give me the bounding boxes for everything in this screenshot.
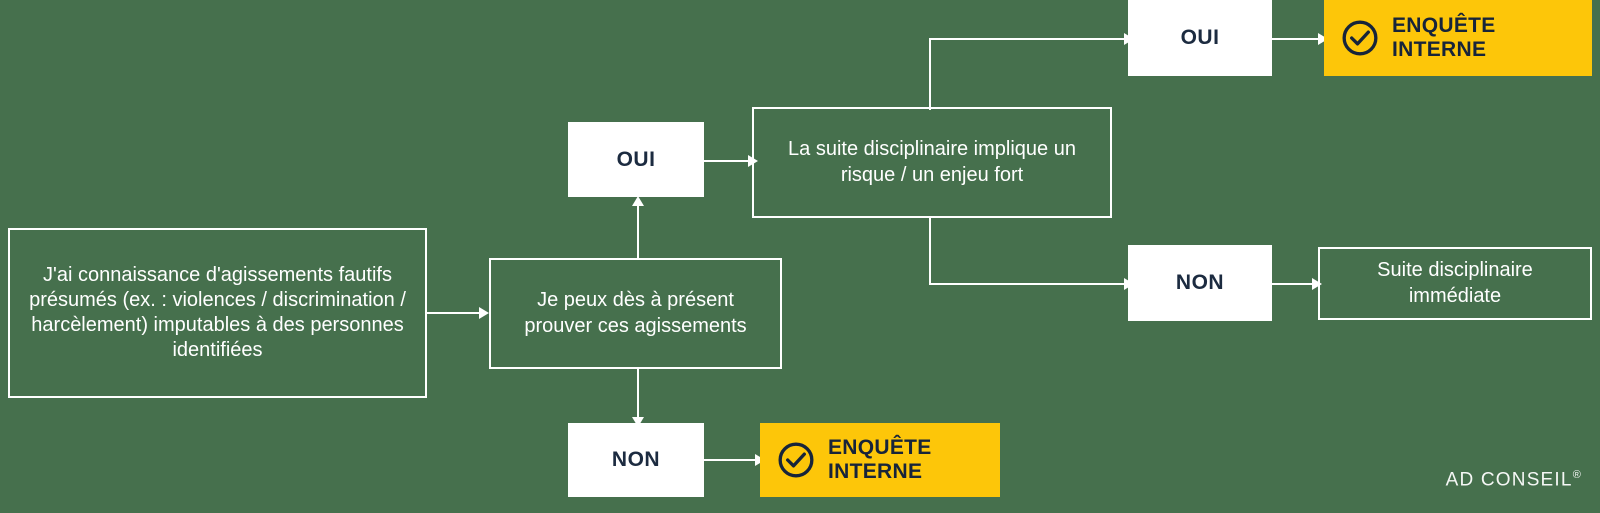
node-proof-question[interactable]: Je peux dès à présent prouver ces agisse… xyxy=(489,258,782,369)
arrowhead-start-to-proof xyxy=(479,307,489,319)
node-risk-question[interactable]: La suite disciplinaire implique un risqu… xyxy=(752,107,1112,218)
node-proof-question-label: Je peux dès à présent prouver ces agisse… xyxy=(524,289,747,337)
arrowhead-proof-to-no xyxy=(632,417,644,427)
node-outcome-immediate[interactable]: Suite disciplinaire immédiate xyxy=(1318,247,1592,320)
connector-risk-up-horizontal xyxy=(929,38,1129,40)
node-proof-no[interactable]: NON xyxy=(568,423,704,497)
node-outcome-investigation-top[interactable]: ENQUÊTE INTERNE xyxy=(1324,0,1592,76)
connector-risk-down-horizontal xyxy=(929,283,1129,285)
node-risk-question-label: La suite disciplinaire implique un risqu… xyxy=(788,138,1076,186)
node-proof-yes-label: OUI xyxy=(616,147,656,171)
registered-mark: ® xyxy=(1572,468,1582,481)
connector-proof-to-no xyxy=(637,369,639,420)
connector-risk-up-vertical xyxy=(929,38,931,110)
node-proof-yes[interactable]: OUI xyxy=(568,122,704,197)
node-start-label: J'ai connaissance d'agissements fautifs … xyxy=(29,263,406,362)
node-start[interactable]: J'ai connaissance d'agissements fautifs … xyxy=(8,228,427,398)
node-outcome-investigation-bottom[interactable]: ENQUÊTE INTERNE xyxy=(760,423,1000,497)
check-circle-icon xyxy=(1342,20,1378,56)
node-proof-no-label: NON xyxy=(611,448,661,471)
check-circle-icon xyxy=(778,442,814,478)
brand-logo: AD CONSEIL® xyxy=(1446,469,1582,491)
connector-start-to-proof xyxy=(427,312,479,314)
connector-yes-to-risk xyxy=(704,160,750,162)
node-risk-yes[interactable]: OUI xyxy=(1128,0,1272,76)
connector-risk-down-vertical xyxy=(929,216,931,285)
brand-name: AD CONSEIL xyxy=(1445,469,1573,490)
node-risk-yes-label: OUI xyxy=(1180,26,1220,49)
node-risk-no-label: NON xyxy=(1175,271,1225,294)
node-risk-no[interactable]: NON xyxy=(1128,245,1272,321)
arrowhead-riskno-to-immediate xyxy=(1312,278,1322,290)
connector-riskno-to-immediate xyxy=(1272,283,1316,285)
arrowhead-riskyes-to-investigation xyxy=(1318,33,1328,45)
connector-riskyes-to-investigation xyxy=(1272,38,1322,40)
node-outcome-investigation-top-label: ENQUÊTE INTERNE xyxy=(1392,14,1496,61)
arrowhead-proof-to-yes xyxy=(632,196,644,206)
node-outcome-investigation-bottom-label: ENQUÊTE INTERNE xyxy=(828,436,932,483)
node-outcome-immediate-label: Suite disciplinaire immédiate xyxy=(1377,259,1533,307)
connector-proof-to-yes xyxy=(637,203,639,259)
connector-no-to-investigation xyxy=(704,459,758,461)
